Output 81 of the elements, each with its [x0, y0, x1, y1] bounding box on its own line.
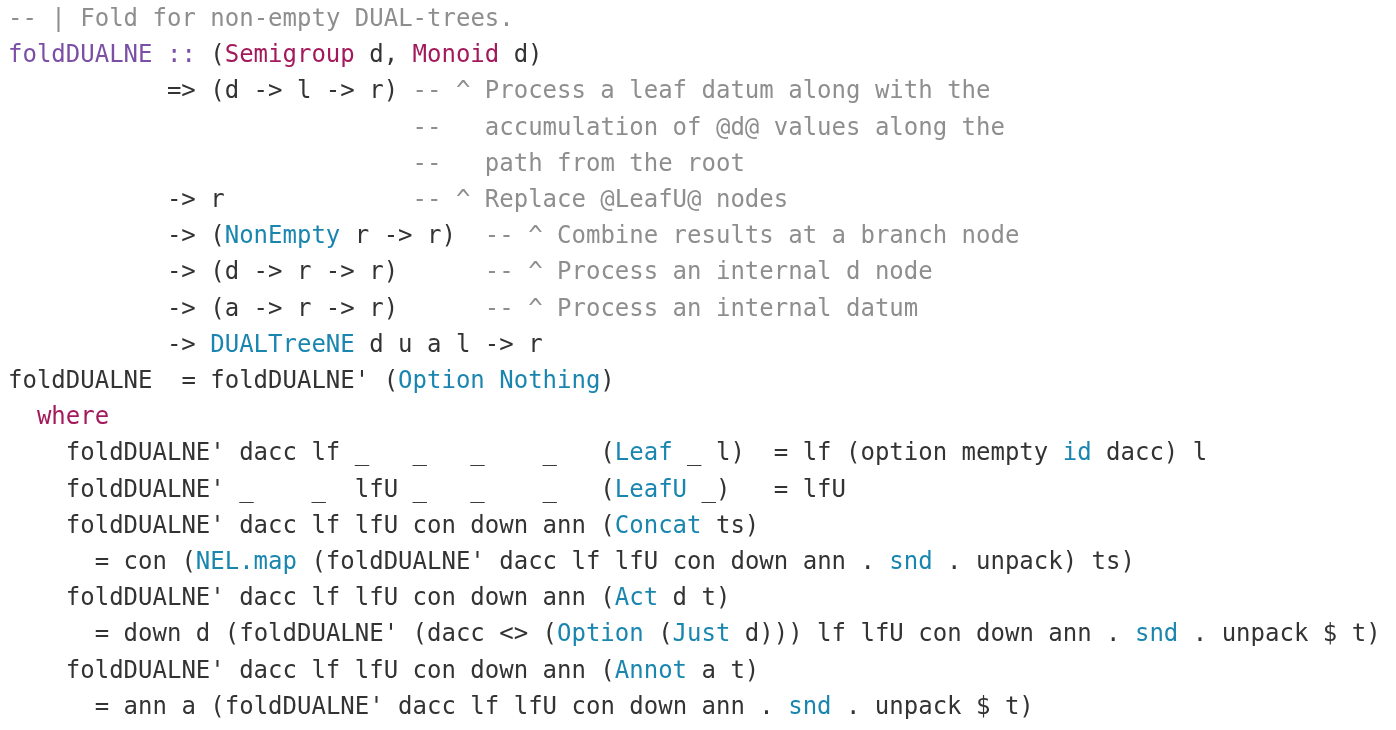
code-token: snd	[889, 546, 933, 577]
code-token: . unpack $ t)	[845, 690, 1034, 722]
code-token: d u a l -> r	[369, 328, 543, 360]
code-token: snd	[788, 690, 832, 722]
code-token: . unpack $ t)	[1192, 618, 1381, 650]
code-token: a t)	[701, 654, 760, 686]
code-token: Act	[614, 582, 659, 614]
code-comment: -- ^ Combine results at a branch node	[484, 220, 1020, 252]
code-token: foldDUALNE' dacc lf lfU con down ann	[65, 582, 586, 614]
code-token: ->	[166, 328, 196, 360]
code-token: r -> r)	[354, 220, 456, 252]
code-token: ts)	[715, 509, 760, 541]
code-token: DUALTreeNE	[210, 328, 355, 360]
code-token: foldDUALNE' dacc lf	[65, 437, 341, 469]
code-token: NEL.map	[195, 546, 297, 577]
code-token: _	[542, 473, 557, 505]
code-comment: --	[412, 147, 442, 179]
code-token: lfU	[354, 473, 399, 505]
code-token: _	[412, 473, 427, 505]
code-token: id	[1062, 437, 1092, 469]
code-token: (	[210, 220, 225, 252]
code-token: NonEmpty	[224, 220, 341, 252]
code-comment: --	[412, 111, 442, 143]
code-token: (	[600, 582, 615, 614]
code-token: Just	[672, 618, 731, 650]
code-token: (	[600, 473, 615, 505]
code-token: _ l)	[687, 437, 745, 469]
code-token: Option	[557, 618, 644, 650]
code-token: -> (d -> r -> r)	[166, 256, 399, 288]
code-token: d,	[369, 39, 399, 71]
code-token: _)	[701, 473, 731, 505]
code-token: _	[354, 437, 370, 469]
code-token: = lf (option mempty	[773, 437, 1049, 469]
code-token: = ann a (foldDUALNE' dacc lf lfU con down ann .	[94, 690, 774, 722]
code-token: (	[600, 509, 615, 541]
code-token: _	[311, 473, 326, 505]
code-comment: -- ^ Process an internal d node	[484, 256, 933, 288]
code-token: -> (a -> r -> r)	[166, 292, 399, 324]
code-token: (	[600, 437, 615, 469]
code-token: foldDUALNE' dacc lf lfU con down ann	[65, 509, 586, 541]
code-token: Annot	[614, 654, 688, 686]
code-token: Monoid	[412, 39, 500, 71]
code-token: Leaf	[614, 437, 673, 469]
code-token: d t)	[672, 582, 731, 614]
code-token: (	[210, 39, 225, 71]
code-token: foldDUALNE' dacc lf lfU con down ann	[65, 654, 586, 686]
code-token: Option Nothing	[398, 365, 601, 396]
code-comment: -- | Fold for non-empty DUAL-trees.	[8, 3, 514, 34]
code-token: d))) lf lfU con down ann .	[744, 618, 1121, 650]
code-token: _	[470, 437, 485, 469]
code-token: )	[600, 365, 615, 396]
code-token: _	[239, 473, 254, 505]
code-token: (	[658, 618, 673, 650]
code-token: = lfU	[773, 473, 846, 505]
code-comment: accumulation of @d@ values along the	[484, 111, 1005, 143]
code-token: snd	[1134, 618, 1179, 650]
code-token: . unpack) ts)	[947, 546, 1135, 577]
code-token: (	[600, 654, 615, 686]
code-token: Concat	[614, 509, 702, 541]
code-comment: -- ^ Process an internal datum	[484, 292, 919, 324]
code-token: Semigroup	[224, 39, 355, 71]
code-token: _	[470, 473, 485, 505]
code-token: => (d -> l -> r)	[166, 75, 399, 107]
code-token: _	[542, 437, 557, 469]
code-token: = down d (foldDUALNE' (dacc <> (	[94, 618, 558, 650]
code-token: _	[412, 437, 427, 469]
code-token: = con (	[94, 546, 196, 577]
code-token: LeafU	[614, 473, 688, 505]
code-token: (foldDUALNE' dacc lf lfU con down ann .	[311, 546, 875, 577]
code-token: = foldDUALNE' (	[181, 365, 399, 396]
code-token: -> r	[166, 184, 225, 215]
code-comment: -- ^ Replace @LeafU@ nodes	[412, 184, 789, 215]
code-token: where	[36, 401, 110, 433]
code-comment: -- ^ Process a leaf datum along with the	[412, 75, 991, 107]
code-token: d)	[513, 39, 543, 71]
code-comment: path from the root	[484, 147, 745, 179]
code-token: foldDUALNE'	[65, 473, 225, 505]
code-token: foldDUALNE ::	[8, 39, 196, 71]
code-token: foldDUALNE	[8, 365, 153, 396]
code-token: dacc) l	[1106, 437, 1208, 469]
code-token: ->	[166, 220, 196, 252]
